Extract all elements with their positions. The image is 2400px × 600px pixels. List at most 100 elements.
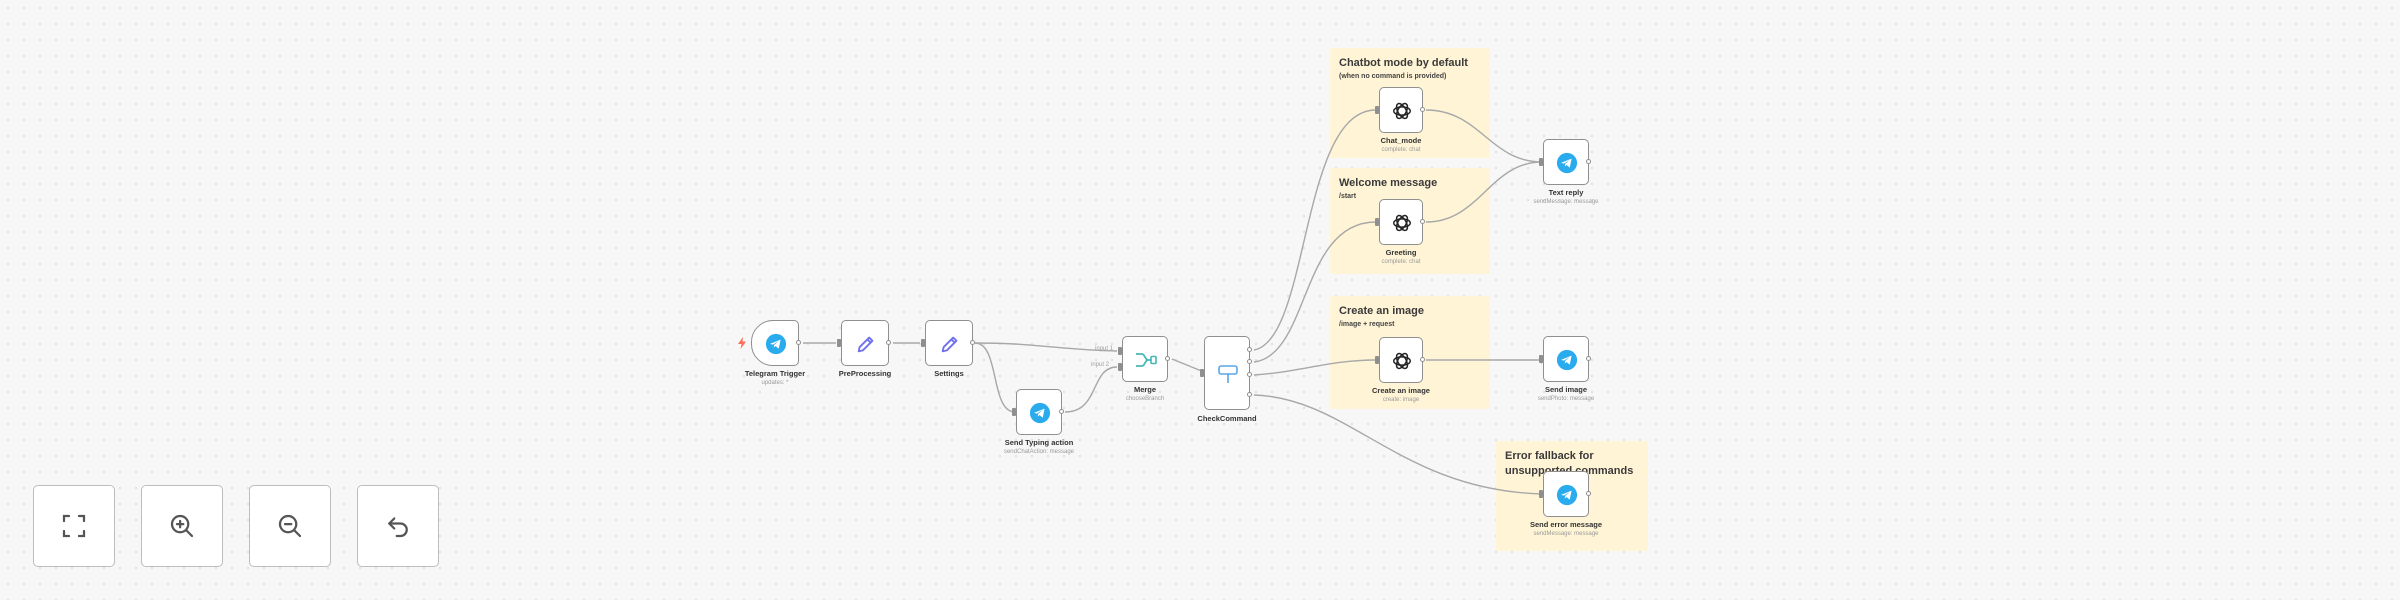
reset-zoom-button[interactable] [357,485,439,567]
sticky-note-subtitle: /start [1339,193,1357,200]
sticky-note-title: Create an image [1339,305,1424,317]
input-port[interactable] [1375,356,1379,364]
output-port[interactable] [1586,356,1591,361]
trigger-bolt-icon [738,337,746,349]
sticky-note-chatbot[interactable]: Chatbot mode by default (when no command… [1330,48,1490,158]
output-port[interactable] [1247,347,1252,352]
node-send-error-message[interactable] [1543,471,1589,517]
node-label: Greeting [1385,248,1417,257]
telegram-icon [765,333,787,355]
merge-icon [1136,353,1157,367]
sticky-note-subtitle: /image + request [1339,321,1395,328]
node-check-command[interactable] [1204,336,1250,410]
node-text-reply[interactable] [1543,139,1589,185]
output-port[interactable] [1420,107,1425,112]
connection-edge [1064,366,1118,413]
node-subtitle: create: image [1382,397,1420,403]
sticky-note-subtitle: (when no command is provided) [1339,73,1447,80]
input-port[interactable] [1539,158,1543,166]
input-port[interactable] [1539,490,1543,498]
node-subtitle: complete: chat [1381,259,1421,265]
connection-edge [1425,109,1543,163]
node-subtitle: updates: * [761,380,789,386]
fullscreen-icon [62,514,86,538]
node-label: Send image [1544,385,1588,394]
edge-label-input-1: input 1 [1095,346,1114,352]
node-subtitle: complete: chat [1381,147,1421,153]
telegram-icon [1556,484,1578,506]
output-port[interactable] [970,340,975,345]
node-chat-mode[interactable] [1379,87,1423,133]
openai-icon [1393,352,1411,370]
telegram-icon [1556,349,1578,371]
output-port[interactable] [886,340,891,345]
node-label: Create an image [1372,386,1430,395]
input-port[interactable] [1118,363,1122,371]
output-port[interactable] [796,340,801,345]
node-telegram-trigger[interactable] [751,320,799,366]
telegram-icon [1029,402,1051,424]
connection-edge [1253,221,1377,363]
node-greeting[interactable] [1379,199,1423,245]
node-label: Text reply [1548,188,1584,197]
input-port[interactable] [921,339,925,347]
connection-edge [974,342,1016,413]
node-label: Send Typing action [1004,438,1074,447]
node-subtitle: sendMessage: message [1533,531,1599,537]
node-label: Send error message [1529,520,1603,529]
output-port[interactable] [1420,357,1425,362]
zoom-to-fit-button[interactable] [33,485,115,567]
node-label: Merge [1133,385,1157,394]
input-port[interactable] [1539,355,1543,363]
connection-edge [1171,358,1205,373]
output-port[interactable] [1586,491,1591,496]
output-port[interactable] [1247,372,1252,377]
zoom-in-button[interactable] [141,485,223,567]
node-subtitle: sendMessage: message [1533,199,1599,205]
node-merge[interactable] [1122,336,1168,382]
sticky-note-title: Welcome message [1339,177,1438,189]
input-port[interactable] [1200,369,1204,377]
edge-label-input-2: input 2 [1091,362,1110,368]
openai-icon [1393,214,1411,232]
switch-icon [1218,365,1238,383]
output-port[interactable] [1586,159,1591,164]
telegram-icon [1556,152,1578,174]
input-port[interactable] [1375,106,1379,114]
connection-edge [1253,394,1543,495]
node-label: PreProcessing [838,369,892,378]
connection-edge [1425,161,1543,223]
output-port[interactable] [1059,409,1064,414]
zoom-out-icon [278,514,302,538]
node-label: Telegram Trigger [744,369,806,378]
input-port[interactable] [1012,408,1016,416]
sticky-note-title: Chatbot mode by default [1339,57,1468,69]
input-port[interactable] [1375,218,1379,226]
input-port[interactable] [837,339,841,347]
connection-edge [1253,359,1377,376]
node-label: Settings [934,369,964,378]
node-label: CheckCommand [1197,414,1257,423]
zoom-in-icon [170,514,194,538]
node-send-image[interactable] [1543,336,1589,382]
node-send-typing-action[interactable] [1016,389,1062,435]
node-subtitle: sendPhoto: message [1537,396,1595,402]
node-subtitle: chooseBranch [1125,396,1165,402]
output-port[interactable] [1420,219,1425,224]
openai-icon [1393,102,1411,120]
node-subtitle: sendChatAction: message [1003,449,1075,455]
node-create-an-image[interactable] [1379,337,1423,383]
undo-icon [388,517,408,538]
output-port[interactable] [1247,392,1252,397]
pencil-icon [857,336,874,353]
pencil-icon [941,336,958,353]
connection-edge [974,342,1118,352]
zoom-out-button[interactable] [249,485,331,567]
output-port[interactable] [1165,356,1170,361]
input-port[interactable] [1118,347,1122,355]
node-settings[interactable] [925,320,973,366]
node-preprocessing[interactable] [841,320,889,366]
output-port[interactable] [1247,359,1252,364]
